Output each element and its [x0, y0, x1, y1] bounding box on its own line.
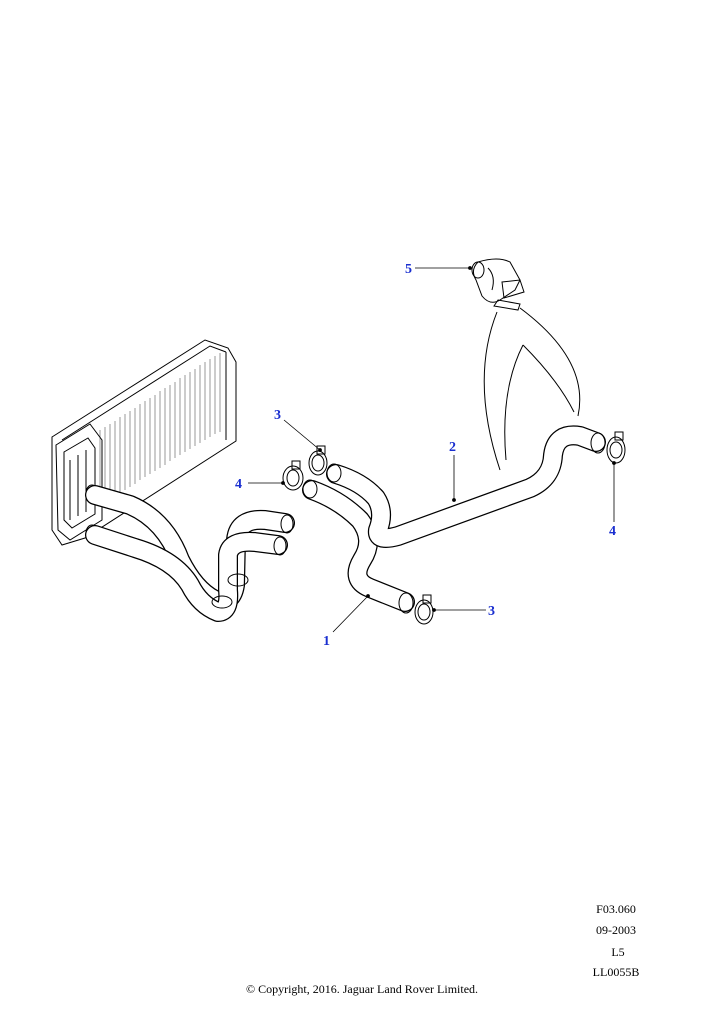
callout-3-lower: 3	[488, 604, 495, 619]
level-code: L5	[611, 945, 625, 959]
callout-1: 1	[323, 634, 330, 649]
hose-1	[302, 479, 415, 614]
clamp-3-lower	[414, 594, 434, 625]
callout-4-left: 4	[235, 477, 242, 492]
illustration-code: LL0055B	[592, 965, 640, 979]
valve-5	[471, 258, 581, 471]
heater-pipes	[85, 485, 295, 622]
copyright-notice: © Copyright, 2016. Jaguar Land Rover Lim…	[245, 982, 479, 996]
clamp-3-upper	[308, 445, 328, 476]
callout-4-right: 4	[609, 524, 616, 539]
clamp-4-left	[282, 460, 304, 491]
heater-core-fins	[99, 353, 221, 505]
callout-3-upper: 3	[274, 408, 281, 423]
clamp-4-right	[606, 431, 626, 464]
leader-lines	[248, 266, 616, 633]
hose-2	[326, 425, 606, 548]
figure-number: F03.060	[596, 902, 636, 916]
revision-date: 09-2003	[596, 923, 636, 937]
callout-2: 2	[449, 440, 456, 455]
heater-core	[51, 339, 237, 546]
callout-5: 5	[405, 262, 412, 277]
